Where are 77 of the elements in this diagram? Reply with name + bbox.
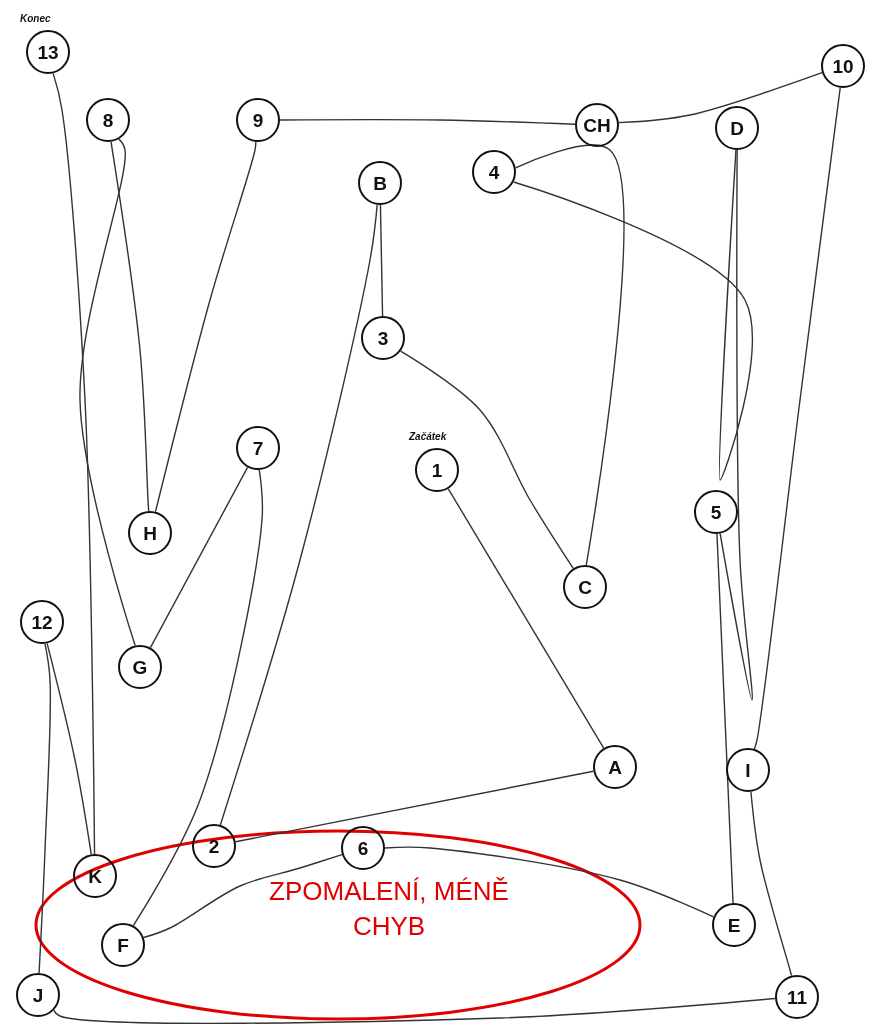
trail-circle [86, 98, 130, 142]
circle-label: 13 [37, 42, 59, 62]
circle-label: F [117, 935, 129, 955]
circle-label: H [143, 523, 157, 543]
trail-circle [821, 44, 865, 88]
connecting-line [219, 204, 378, 826]
trail-circle [101, 923, 145, 967]
connecting-line [38, 643, 52, 974]
connecting-line [53, 997, 776, 1024]
trail-circle [20, 600, 64, 644]
connecting-line [154, 141, 257, 513]
trail-circle [472, 150, 516, 194]
circle-label: C [578, 577, 592, 597]
connecting-line [149, 466, 249, 649]
trail-circle [361, 316, 405, 360]
circle-label: 4 [488, 162, 500, 182]
trail-circle [73, 854, 117, 898]
trail-circle [236, 98, 280, 142]
trail-circle [775, 975, 819, 1019]
connecting-line [719, 149, 754, 701]
connecting-line [234, 770, 595, 843]
connecting-line [384, 846, 715, 918]
annotation-text: ZPOMALENÍ, MÉNĚ CHYB [268, 875, 510, 944]
connecting-line [132, 469, 264, 927]
connecting-line [753, 87, 841, 750]
trail-circle [358, 161, 402, 205]
circle-label: 9 [252, 110, 264, 130]
connecting-line [399, 350, 574, 570]
trail-circle [694, 490, 738, 534]
connecting-line [379, 204, 384, 317]
circle-label: 2 [208, 836, 220, 856]
trail-circle [726, 748, 770, 792]
connecting-line [618, 72, 823, 124]
circle-label: 10 [832, 56, 854, 76]
circle-label: I [745, 760, 751, 780]
circle-label: 12 [31, 612, 53, 632]
circle-label: 7 [252, 438, 264, 458]
connecting-line [52, 72, 96, 855]
circle-label: 3 [377, 328, 389, 348]
trail-circle [593, 745, 637, 789]
trail-circle [712, 903, 756, 947]
circle-label: A [608, 757, 622, 777]
trail-circle [415, 448, 459, 492]
circle-label: B [373, 173, 387, 193]
trail-note: Konec [20, 13, 51, 24]
circle-label: 1 [431, 460, 443, 480]
trail-circle [575, 103, 619, 147]
connecting-line [447, 488, 605, 749]
connecting-line [716, 533, 734, 904]
connecting-line [143, 853, 343, 939]
circle-label: J [32, 985, 44, 1005]
connecting-line [279, 118, 576, 125]
connecting-line [46, 642, 92, 856]
trail-circle [118, 645, 162, 689]
circle-label: 11 [786, 987, 808, 1007]
trail-note: Začátek [409, 431, 447, 442]
trail-circle [16, 973, 60, 1017]
trail-circle [26, 30, 70, 74]
trail-circle [715, 106, 759, 150]
trail-circle [192, 824, 236, 868]
circle-label: 8 [102, 110, 114, 130]
circle-label: E [727, 915, 741, 935]
connecting-line [512, 149, 753, 481]
trail-circle [128, 511, 172, 555]
circle-label: 5 [710, 502, 722, 522]
circle-label: 6 [357, 838, 369, 858]
trail-circle [563, 565, 607, 609]
circle-label: K [88, 866, 102, 886]
connecting-line [750, 791, 793, 977]
connecting-line [110, 141, 150, 512]
trail-circle [236, 426, 280, 470]
trail-circle [341, 826, 385, 870]
connecting-line [79, 138, 136, 647]
connecting-line [514, 144, 625, 566]
circle-label: G [132, 657, 148, 677]
circle-label: CH [583, 115, 611, 135]
circle-label: D [730, 118, 744, 138]
